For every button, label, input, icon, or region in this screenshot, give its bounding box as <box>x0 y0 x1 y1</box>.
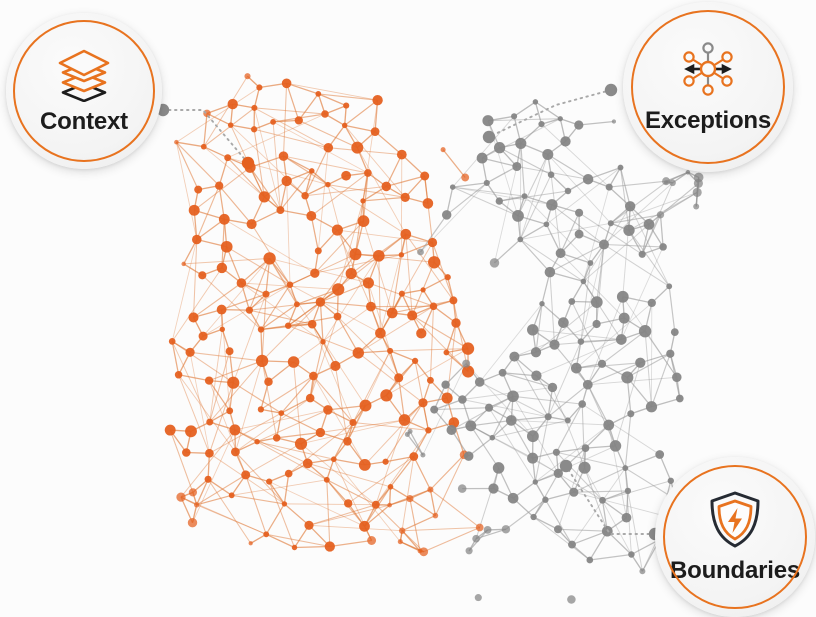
badge-label-context: Context <box>40 108 128 135</box>
badge-context[interactable]: Context <box>6 13 162 169</box>
hub-network-icon <box>683 42 733 96</box>
layers-icon <box>58 49 110 102</box>
badge-boundaries[interactable]: Boundaries <box>655 457 815 617</box>
badge-label-boundaries: Boundaries <box>669 556 801 584</box>
badge-label-exceptions: Exceptions <box>644 107 772 134</box>
badge-exceptions[interactable]: Exceptions <box>623 2 793 172</box>
shield-bolt-icon <box>710 491 760 547</box>
orange-nodes <box>164 73 484 557</box>
